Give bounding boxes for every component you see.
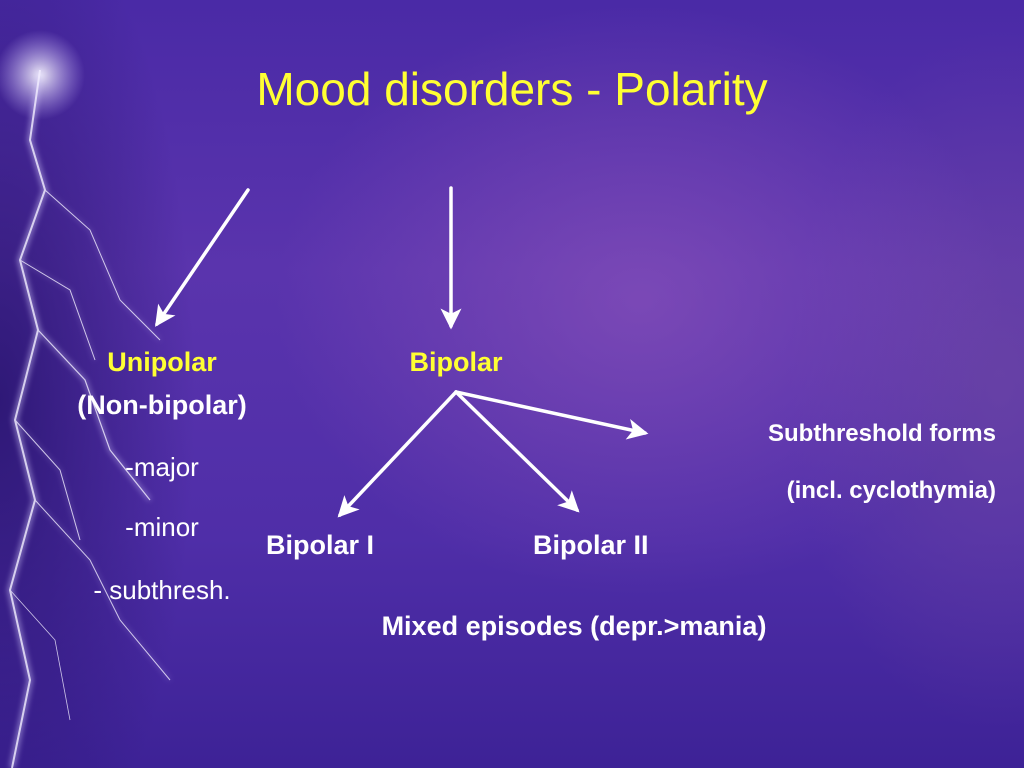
light-flare xyxy=(0,30,85,120)
unipolar-item-major: -major xyxy=(125,452,199,482)
node-cyclothymia: (incl. cyclothymia) xyxy=(786,477,996,504)
arrow-to-unipolar xyxy=(155,188,250,327)
arrow-to-subthreshold xyxy=(454,390,649,440)
node-mixed-episodes: Mixed episodes (depr.>mania) xyxy=(381,611,767,641)
unipolar-item-subthreshold: - subthresh. xyxy=(93,575,231,605)
node-non-bipolar: (Non-bipolar) xyxy=(77,390,247,420)
node-bipolar: Bipolar xyxy=(409,347,503,377)
arrow-to-bipolar-1 xyxy=(337,390,458,518)
arrow-to-bipolar-2 xyxy=(454,390,580,513)
node-subthreshold-forms: Subthreshold forms xyxy=(767,420,996,447)
slide-title: Mood disorders - Polarity xyxy=(256,63,768,115)
node-bipolar-1: Bipolar I xyxy=(266,530,375,560)
node-bipolar-2: Bipolar II xyxy=(533,530,649,560)
unipolar-item-minor: -minor xyxy=(125,512,199,542)
node-unipolar: Unipolar xyxy=(107,347,217,377)
lightning-bolts xyxy=(8,69,171,768)
